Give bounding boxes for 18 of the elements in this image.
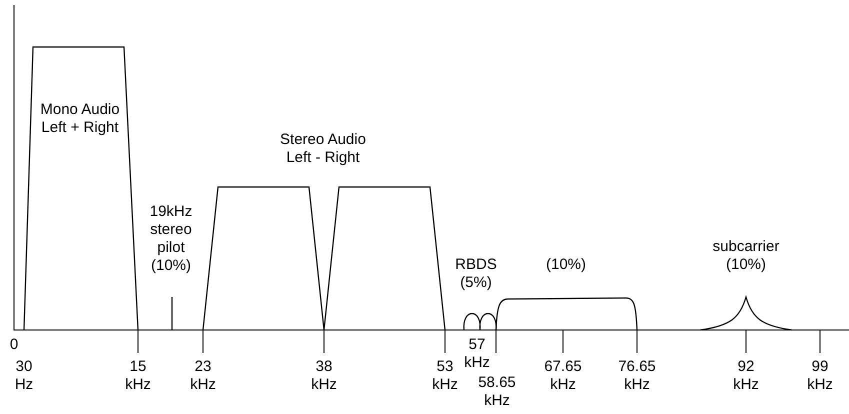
tick-label: 67.65 kHz [543, 358, 583, 394]
tick-label: 15 kHz [124, 358, 152, 394]
band-label: subcarrier (10%) [712, 238, 780, 274]
axis-origin-label: 0 [8, 336, 20, 354]
band-label: 19kHz stereo pilot (10%) [148, 203, 194, 275]
tick-label: 57 kHz [463, 336, 491, 372]
band-label: Mono Audio Left + Right [39, 101, 121, 137]
tick-label: 53 kHz [431, 358, 459, 394]
tick-label: 58.65 kHz [477, 374, 517, 410]
band-label: (10%) [544, 256, 587, 274]
tick-label: 76.65 kHz [617, 358, 657, 394]
band-label: RBDS (5%) [454, 256, 498, 292]
tick-label: 38 kHz [310, 358, 338, 394]
tick-label: 99 kHz [806, 358, 834, 394]
tick-label: 23 kHz [189, 358, 217, 394]
tick-label: 30 Hz [14, 358, 34, 394]
band-label: Stereo Audio Left - Right [279, 131, 367, 167]
tick-label: 92 kHz [732, 358, 760, 394]
